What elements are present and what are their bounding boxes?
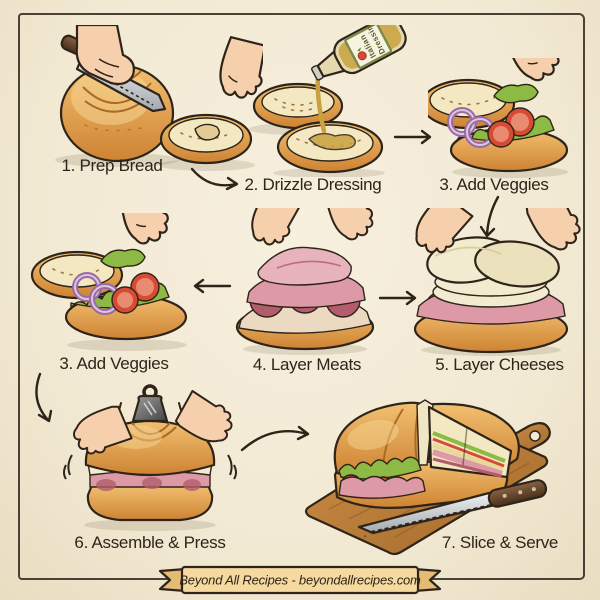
- hand-icon: [174, 390, 233, 443]
- footer-banner: Beyond All Recipes - beyondallrecipes.co…: [158, 565, 442, 595]
- hand-icon: [251, 208, 304, 246]
- step3b-label: 3. Add Veggies: [59, 354, 169, 373]
- cheese-stack: [426, 236, 560, 308]
- step4-label: 4. Layer Meats: [252, 355, 362, 374]
- tomato-slices-icon: [111, 272, 160, 314]
- step3-label: 3. Add Veggies: [439, 175, 549, 194]
- hand-icon: [525, 208, 581, 251]
- lettuce-leaf-icon: [100, 248, 146, 269]
- sliced-sandwich: [333, 399, 520, 509]
- step1-prep-bread-illustration: [55, 25, 263, 171]
- step3-add-veggies-illustration: [428, 58, 569, 178]
- step4-layer-meats-illustration: [235, 208, 375, 355]
- step6-label: 6. Assemble & Press: [74, 533, 226, 552]
- hand-icon: [119, 213, 169, 245]
- arrow-meats-to-cheeses-icon: [378, 290, 417, 306]
- lettuce-leaf-icon: [493, 83, 539, 104]
- hand-icon: [73, 405, 133, 455]
- step2-label: 2. Drizzle Dressing: [244, 175, 382, 194]
- banner-text: Beyond All Recipes - beyondallrecipes.co…: [179, 573, 421, 588]
- held-meat-slice: [257, 246, 352, 286]
- hand-icon: [504, 58, 560, 82]
- arrow-step2-to-step3-icon: [393, 129, 432, 145]
- step2-drizzle-dressing-illustration: Italian Dressing: [249, 25, 407, 177]
- tomato-slices-icon: [487, 107, 535, 148]
- step7-label: 7. Slice & Serve: [441, 533, 559, 552]
- onion-rings-icon: [447, 107, 496, 148]
- step7-slice-serve-illustration: [304, 399, 551, 556]
- bread-knife-icon: [357, 479, 548, 535]
- hand-icon: [325, 208, 374, 241]
- veggie-sandwich-base: [447, 107, 569, 173]
- step5-label: 5. Layer Cheeses: [435, 355, 564, 374]
- arrow-assemble-to-slice-icon: [240, 425, 310, 452]
- hand-icon: [415, 208, 474, 254]
- bread-half-hollowed-icon: [159, 113, 255, 171]
- dressing-bottle-icon: Italian Dressing: [311, 25, 407, 81]
- hand-icon: [219, 36, 263, 99]
- step5-layer-cheeses-illustration: [413, 208, 581, 356]
- cut-face: [427, 405, 513, 479]
- arrow-step3-down-icon: [479, 195, 500, 238]
- step6-assemble-press-illustration: [63, 384, 237, 531]
- front-fillings: [338, 456, 426, 499]
- veggie-sandwich-base: [64, 272, 188, 341]
- bread-half-icon: [273, 120, 385, 177]
- step1-label: 1. Prep Bread: [61, 156, 163, 175]
- step3b-add-veggies-illustration: [30, 213, 188, 351]
- weight-icon: [131, 384, 169, 423]
- arrow-veggies-to-assemble-icon: [35, 372, 53, 423]
- hand-icon: [75, 25, 135, 86]
- arrow-step1-to-step2-icon: [190, 167, 239, 191]
- arrow-meats-to-veggies-icon: [193, 278, 232, 294]
